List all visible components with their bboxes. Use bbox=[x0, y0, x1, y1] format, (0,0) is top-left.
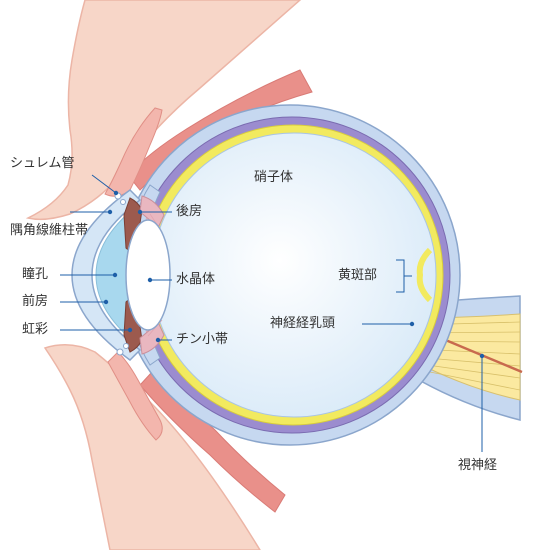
label-optic-disc: 神経経乳頭 bbox=[270, 316, 336, 331]
lower-face-skin bbox=[43, 344, 261, 550]
schlemm-canal-lower bbox=[116, 343, 129, 356]
label-schlemm-canal: シュレム管 bbox=[10, 156, 75, 171]
label-trabecular-meshwork: 隅角線維柱帯 bbox=[10, 223, 89, 238]
label-optic-nerve: 視神経 bbox=[458, 458, 498, 473]
label-anterior-chamber: 前房 bbox=[22, 294, 49, 309]
label-posterior-chamber: 後房 bbox=[176, 204, 203, 219]
label-lens: 水晶体 bbox=[176, 272, 216, 287]
macula-fovea bbox=[416, 247, 433, 303]
label-zonule: チン小帯 bbox=[176, 332, 229, 347]
leader-dots bbox=[103, 190, 485, 359]
label-vitreous-body: 硝子体 bbox=[254, 170, 294, 185]
lower-eyelid-tarsus bbox=[107, 351, 163, 441]
crystalline-lens bbox=[125, 219, 171, 331]
label-pupil: 瞳孔 bbox=[22, 267, 49, 282]
label-iris: 虹彩 bbox=[22, 322, 49, 337]
cornea bbox=[71, 189, 142, 361]
leader-lines bbox=[60, 174, 483, 452]
label-macula: 黄斑部 bbox=[338, 268, 378, 283]
leader-schlemm bbox=[91, 174, 117, 194]
ciliary-body-lower bbox=[139, 321, 165, 355]
